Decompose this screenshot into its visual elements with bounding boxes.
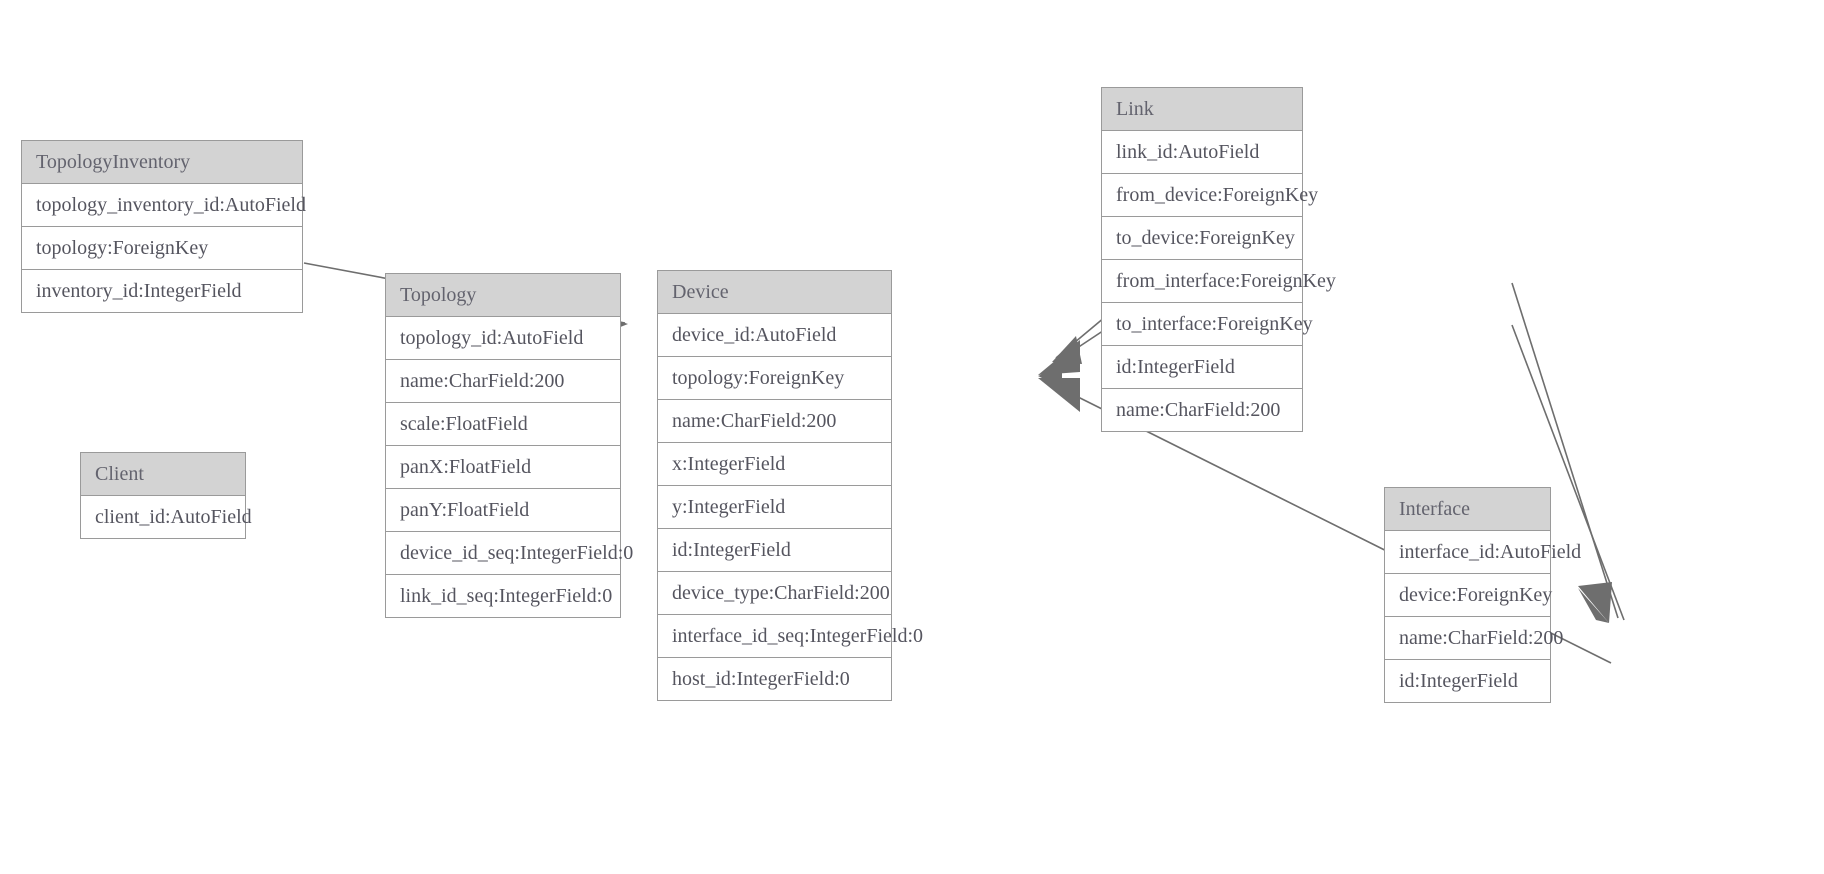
entity-field[interactable]: device_type:CharField:200 (658, 572, 891, 615)
entity-field[interactable]: interface_id:AutoField (1385, 531, 1581, 574)
entity-field[interactable]: from_interface:ForeignKey (1102, 260, 1336, 303)
entity-field[interactable]: id:IntegerField (1385, 660, 1550, 702)
entity-field[interactable]: inventory_id:IntegerField (22, 270, 302, 312)
entity-field[interactable]: name:CharField:200 (1385, 617, 1563, 660)
entity-field[interactable]: topology:ForeignKey (658, 357, 891, 400)
entity-field[interactable]: link_id:AutoField (1102, 131, 1302, 174)
entity-field[interactable]: id:IntegerField (1102, 346, 1302, 389)
entity-field[interactable]: topology_id:AutoField (386, 317, 620, 360)
entity-field[interactable]: link_id_seq:IntegerField:0 (386, 575, 620, 617)
entity-field[interactable]: interface_id_seq:IntegerField:0 (658, 615, 923, 658)
entity-field[interactable]: topology_inventory_id:AutoField (22, 184, 306, 227)
entity-title-topology: Topology (386, 274, 620, 317)
entity-field[interactable]: panY:FloatField (386, 489, 620, 532)
entity-field[interactable]: from_device:ForeignKey (1102, 174, 1318, 217)
entity-field[interactable]: to_device:ForeignKey (1102, 217, 1302, 260)
entity-field[interactable]: client_id:AutoField (81, 496, 252, 538)
entity-field[interactable]: name:CharField:200 (386, 360, 620, 403)
entity-field[interactable]: y:IntegerField (658, 486, 891, 529)
entity-field[interactable]: device_id_seq:IntegerField:0 (386, 532, 633, 575)
entity-field[interactable]: device:ForeignKey (1385, 574, 1552, 617)
entity-field[interactable]: topology:ForeignKey (22, 227, 302, 270)
entity-field[interactable]: x:IntegerField (658, 443, 891, 486)
entity-field[interactable]: name:CharField:200 (658, 400, 891, 443)
arrowhead-cluster-interface (1578, 582, 1612, 623)
entity-title-device: Device (658, 271, 891, 314)
entity-title-topologyinventory: TopologyInventory (22, 141, 302, 184)
entity-field[interactable]: host_id:IntegerField:0 (658, 658, 891, 700)
arrowhead-cluster-device (1038, 340, 1080, 412)
entity-title-link: Link (1102, 88, 1302, 131)
entity-title-interface: Interface (1385, 488, 1550, 531)
entity-field[interactable]: id:IntegerField (658, 529, 891, 572)
entity-field[interactable]: panX:FloatField (386, 446, 620, 489)
entity-field[interactable]: device_id:AutoField (658, 314, 891, 357)
entity-title-client: Client (81, 453, 245, 496)
entity-field[interactable]: scale:FloatField (386, 403, 620, 446)
entity-field[interactable]: name:CharField:200 (1102, 389, 1302, 431)
entity-field[interactable]: to_interface:ForeignKey (1102, 303, 1313, 346)
